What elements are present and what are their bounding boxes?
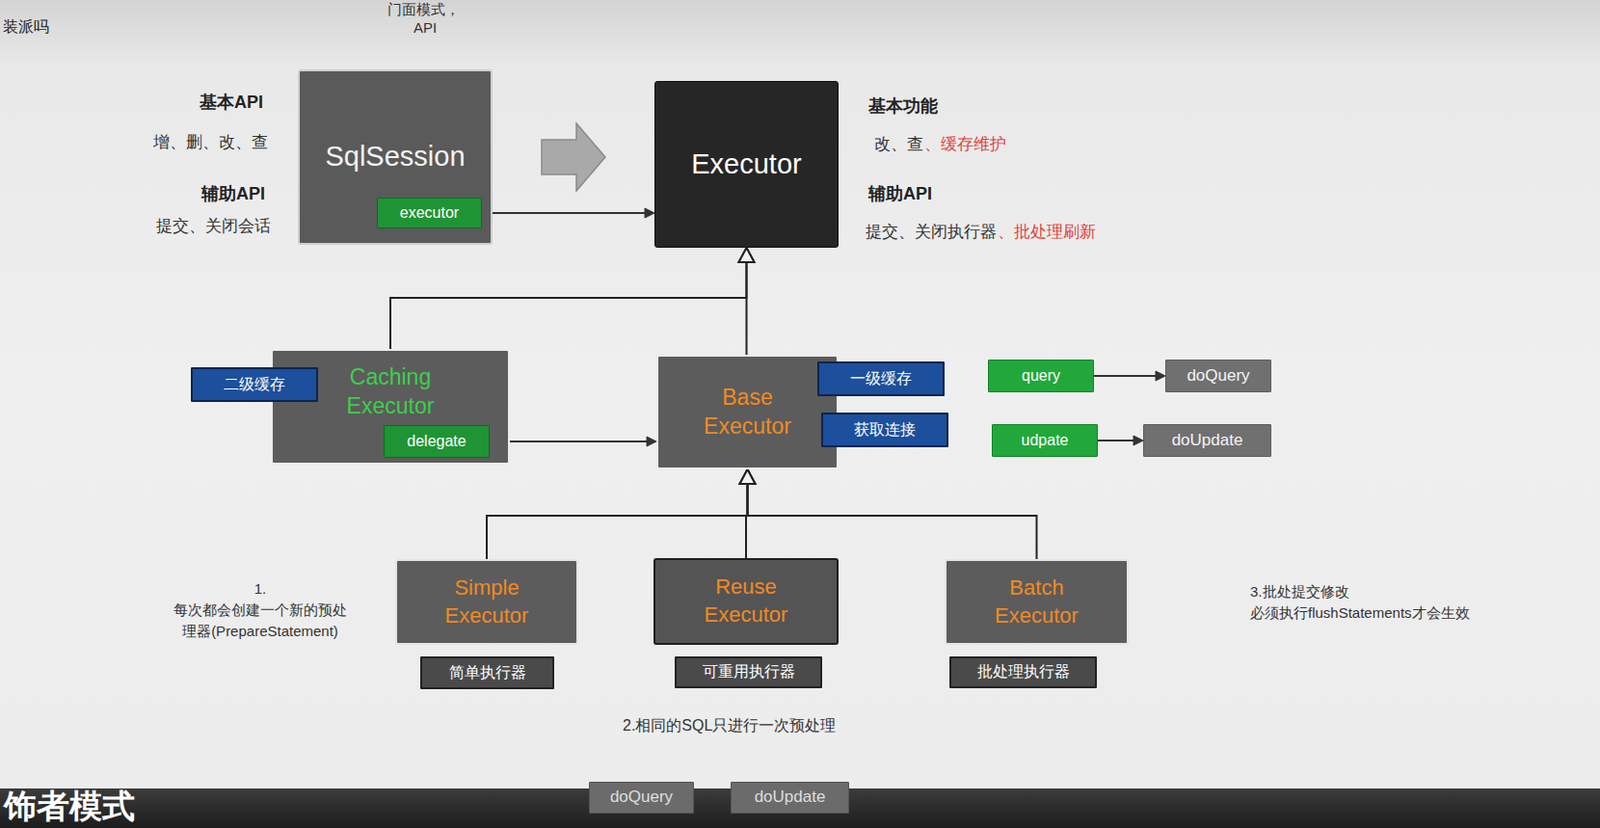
arrowhead (1155, 371, 1166, 381)
arrowhead (644, 208, 655, 218)
method-tag: doUpdate (730, 781, 850, 814)
inheritance-connector (390, 247, 755, 349)
feature-tag: 二级缓存 (190, 367, 319, 402)
class-box: Batch Executor (944, 559, 1129, 645)
node-text: 简单执行器 (449, 663, 527, 684)
method-tag: doQuery (588, 781, 694, 814)
method-tag: udpate (991, 424, 1098, 457)
inheritance-connector (739, 247, 755, 355)
node-text: 获取连接 (853, 420, 916, 441)
note-text: 增、删、改、查 (153, 132, 268, 154)
field-tag: executor (376, 197, 482, 229)
node-text: delegate (406, 431, 466, 453)
connector-line (746, 262, 748, 355)
annotation: 1.每次都会创建一个新的预处 理器(PrepareStatement) (173, 578, 347, 641)
annotation: 2.相同的SQL只进行一次预处理 (622, 716, 836, 737)
section-heading: 基本功能 (868, 95, 938, 118)
note-text: 提交、关闭会话 (156, 215, 271, 238)
note-text: API (413, 18, 437, 38)
inherit-arrowhead (740, 469, 756, 484)
node-text: doQuery (610, 786, 673, 808)
feature-tag: 获取连接 (821, 412, 949, 448)
highlight-text: 、批处理刷新 (997, 221, 1096, 243)
connector-line (481, 212, 645, 214)
node-text: 二级缓存 (223, 374, 286, 396)
highlight-text: 、缓存维护 (924, 133, 1007, 156)
node-text: SqlSession (324, 138, 465, 176)
node-text: Batch Executor (979, 574, 1095, 630)
method-tag: doQuery (1165, 359, 1272, 393)
arrow-connector (489, 436, 657, 447)
connector-line (1097, 439, 1134, 442)
node-text: Simple Executor (428, 574, 545, 630)
name-tag: 简单执行器 (420, 656, 555, 690)
section-heading: 辅助API (201, 183, 266, 206)
node-text: Executor (691, 146, 801, 184)
class-box: Simple Executor (395, 559, 579, 645)
section-heading: 辅助API (868, 183, 933, 206)
facade-box: SqlSession executor (297, 69, 493, 245)
connector-line (390, 262, 747, 349)
watermark-text: 装派吗 (2, 17, 50, 38)
node-text: Reuse Executor (688, 573, 804, 629)
arrow-connector (1097, 435, 1144, 446)
class-box: Base Executor一级缓存获取连接 (656, 354, 839, 470)
inherit-arrowhead (739, 247, 755, 263)
arrow-connector (481, 208, 655, 218)
name-tag: 批处理执行器 (949, 656, 1097, 689)
arrowhead (1133, 435, 1144, 446)
inherit-arrowhead (739, 247, 755, 263)
block-arrow-shape (541, 123, 606, 191)
inherit-arrowhead (740, 469, 756, 484)
connector-line (489, 440, 647, 443)
node-text: doUpdate (754, 786, 827, 808)
arrowhead (646, 436, 657, 447)
node-text: Caching Executor (327, 363, 454, 422)
inheritance-connector (486, 469, 756, 560)
node-text: executor (400, 203, 459, 224)
note-text: 门面模式， (387, 0, 460, 20)
node-text: Base Executor (690, 383, 806, 442)
inheritance-connector (740, 469, 1038, 560)
node-text: 可重用执行器 (702, 662, 796, 683)
method-tag: query (987, 359, 1094, 393)
node-text: 一级缓存 (850, 369, 912, 390)
interface-box: Executor (654, 80, 839, 248)
connector-line (1093, 374, 1156, 377)
node-text: 批处理执行器 (977, 662, 1070, 683)
inherit-arrowhead (740, 469, 756, 484)
node-text: doUpdate (1172, 429, 1244, 452)
connector-line (747, 483, 1038, 560)
field-tag: delegate (383, 425, 490, 458)
annotation: 3.批处提交修改 必须执行flushStatements才会生效 (1250, 581, 1470, 624)
node-text: query (1021, 366, 1061, 387)
arrow-connector (1093, 371, 1166, 381)
note-text: 改、查 (874, 133, 924, 156)
caption-title: 饰者模式 (3, 784, 135, 827)
note-text: 提交、关闭执行器 (865, 221, 997, 243)
class-box: Reuse Executor (653, 558, 839, 645)
name-tag: 可重用执行器 (674, 656, 823, 689)
connector-line (486, 483, 748, 560)
block-arrow (541, 123, 606, 191)
node-text: doQuery (1186, 365, 1250, 387)
method-tag: doUpdate (1143, 424, 1272, 457)
feature-tag: 一级缓存 (817, 361, 945, 397)
class-box: Caching Executor二级缓存delegate (270, 348, 510, 465)
section-heading: 基本API (199, 91, 264, 114)
node-text: udpate (1021, 430, 1069, 452)
